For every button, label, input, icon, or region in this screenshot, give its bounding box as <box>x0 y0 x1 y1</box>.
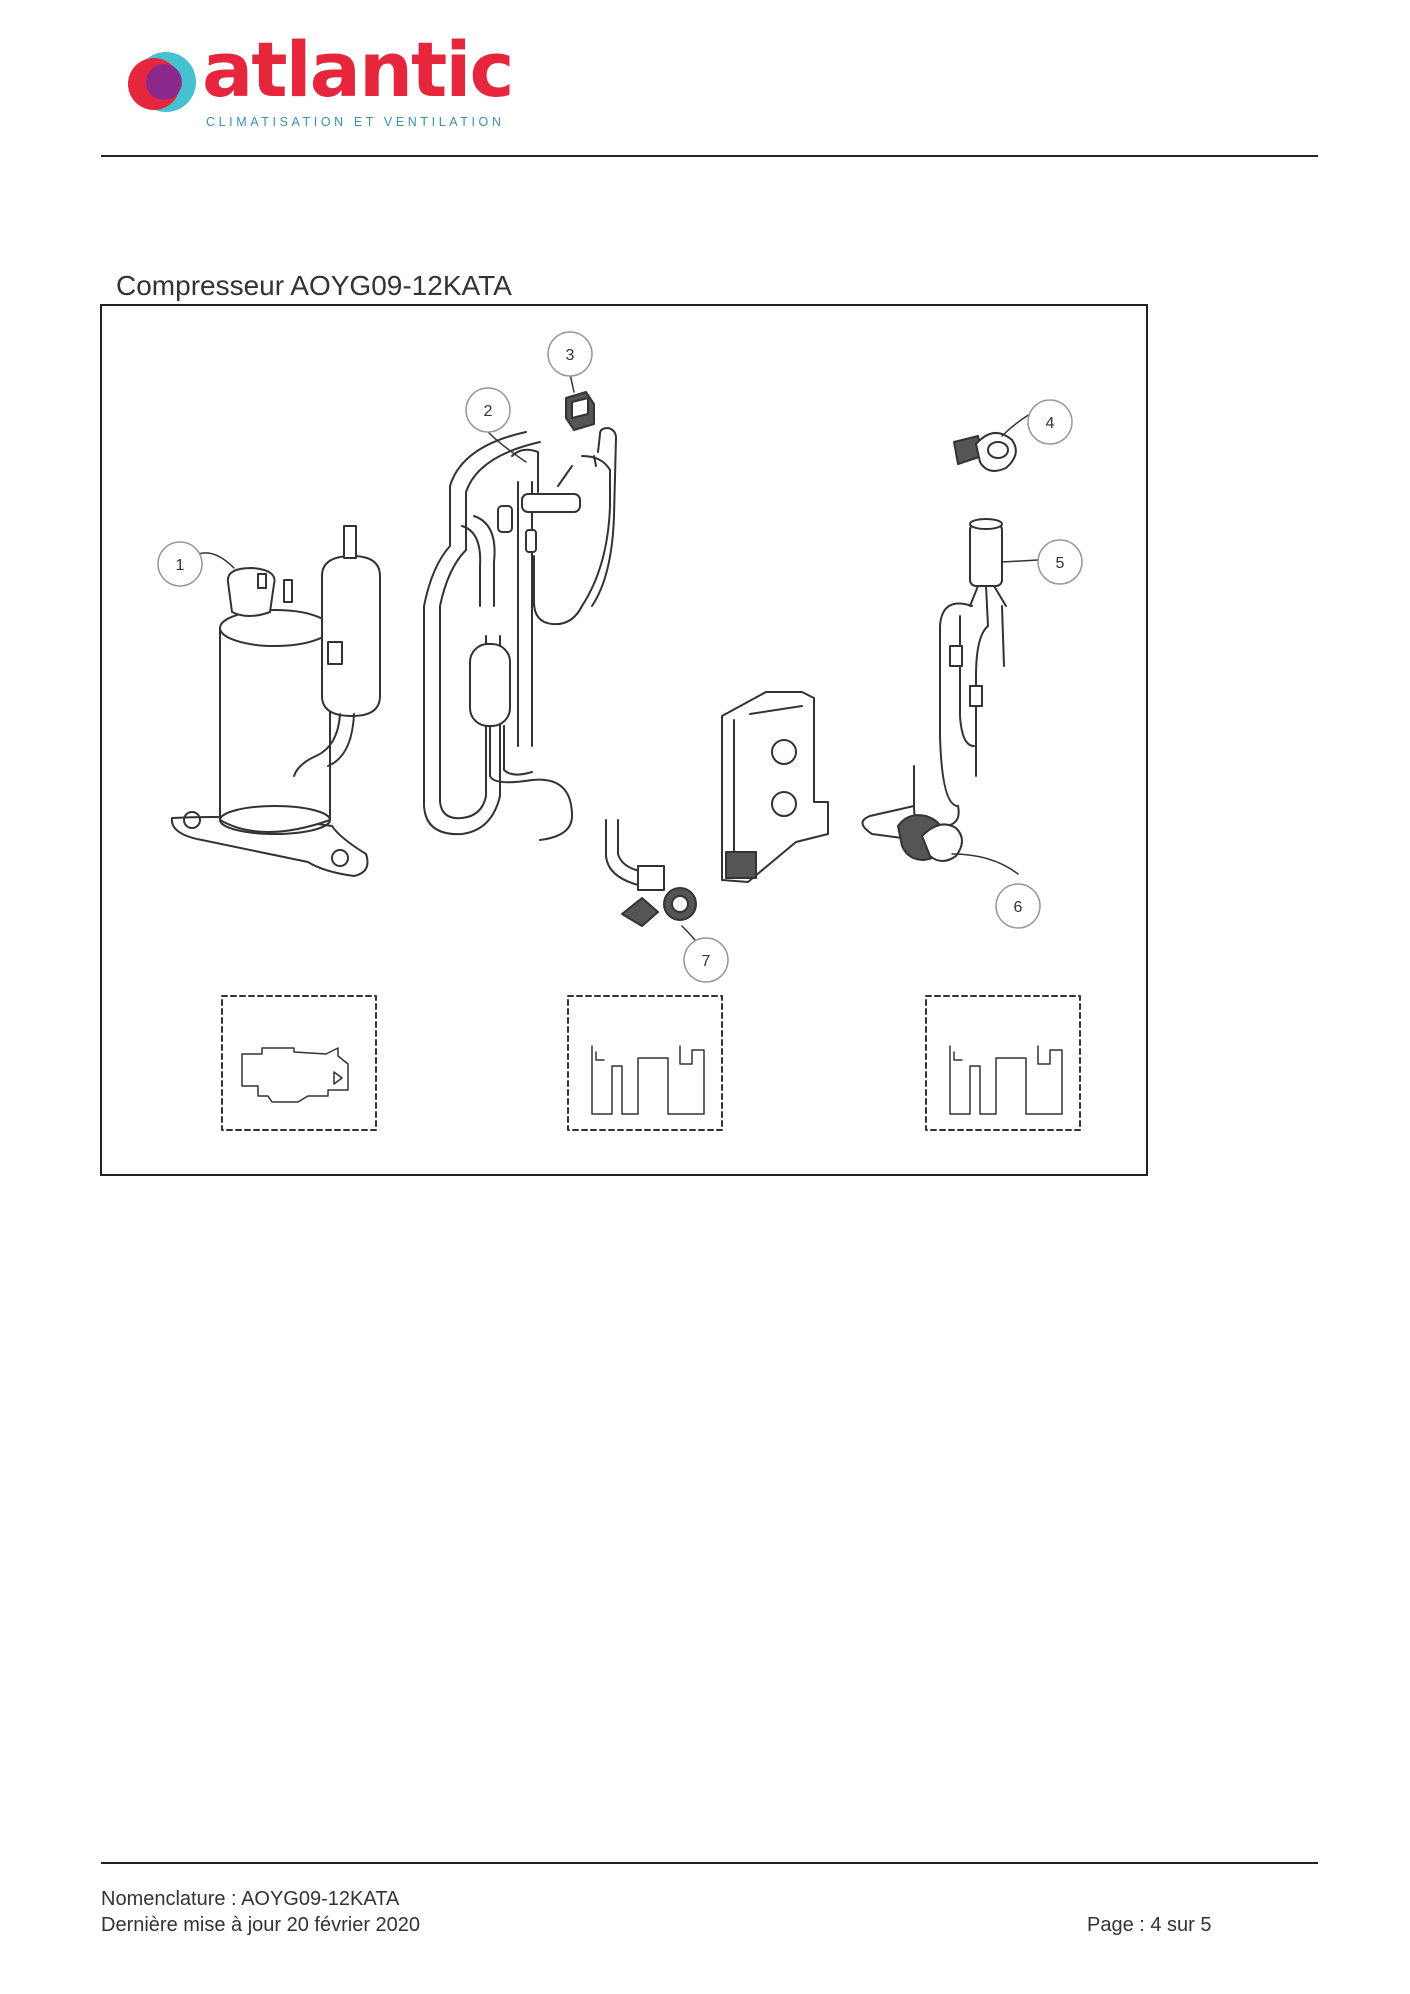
bracket-part <box>721 691 829 883</box>
compressor-part <box>170 525 381 877</box>
callout-1: 1 <box>157 541 203 587</box>
valve-part-6 <box>861 785 963 862</box>
atlantic-logo: atlantic CLIMATISATION ET VENTILATION <box>120 32 514 134</box>
logo-wordmark: atlantic <box>202 25 514 114</box>
callout-4-label: 4 <box>1046 415 1055 432</box>
callout-4: 4 <box>1027 399 1073 445</box>
callout-2-label: 2 <box>484 403 493 420</box>
service-valve-part <box>605 819 697 927</box>
callouts: 1 2 3 4 5 6 7 <box>157 331 1083 983</box>
callout-6-label: 6 <box>1014 899 1023 916</box>
header-rule <box>101 155 1318 157</box>
callout-5-label: 5 <box>1056 555 1065 572</box>
inset-shapes <box>241 1045 1063 1115</box>
footer-updated: Dernière mise à jour 20 février 2020 <box>101 1914 421 1936</box>
exploded-diagram-frame: 1 2 3 4 5 6 7 <box>100 304 1148 1176</box>
logo-mark <box>128 52 196 112</box>
callout-3-label: 3 <box>566 347 575 364</box>
footer-nomenclature: Nomenclature : AOYG09-12KATA <box>101 1888 400 1910</box>
callout-7: 7 <box>683 937 729 983</box>
callout-7-label: 7 <box>702 953 711 970</box>
callout-3: 3 <box>547 331 593 377</box>
callout-6: 6 <box>995 883 1041 929</box>
callout-5: 5 <box>1037 539 1083 585</box>
footer-page-number: Page : 4 sur 5 <box>1087 1914 1212 1936</box>
callout-2: 2 <box>465 387 511 433</box>
four-way-valve-part <box>913 518 1007 827</box>
coil-part-4 <box>953 432 1017 472</box>
coil-part <box>565 391 595 431</box>
exploded-diagram: 1 2 3 4 5 6 7 <box>157 331 1083 1131</box>
inset-boxes <box>221 995 1081 1131</box>
callout-1-label: 1 <box>176 557 185 574</box>
logo-tagline: CLIMATISATION ET VENTILATION <box>206 115 505 129</box>
footer-rule <box>101 1862 1318 1864</box>
piping-assembly-part <box>423 427 617 841</box>
section-title: Compresseur AOYG09-12KATA <box>116 270 512 301</box>
